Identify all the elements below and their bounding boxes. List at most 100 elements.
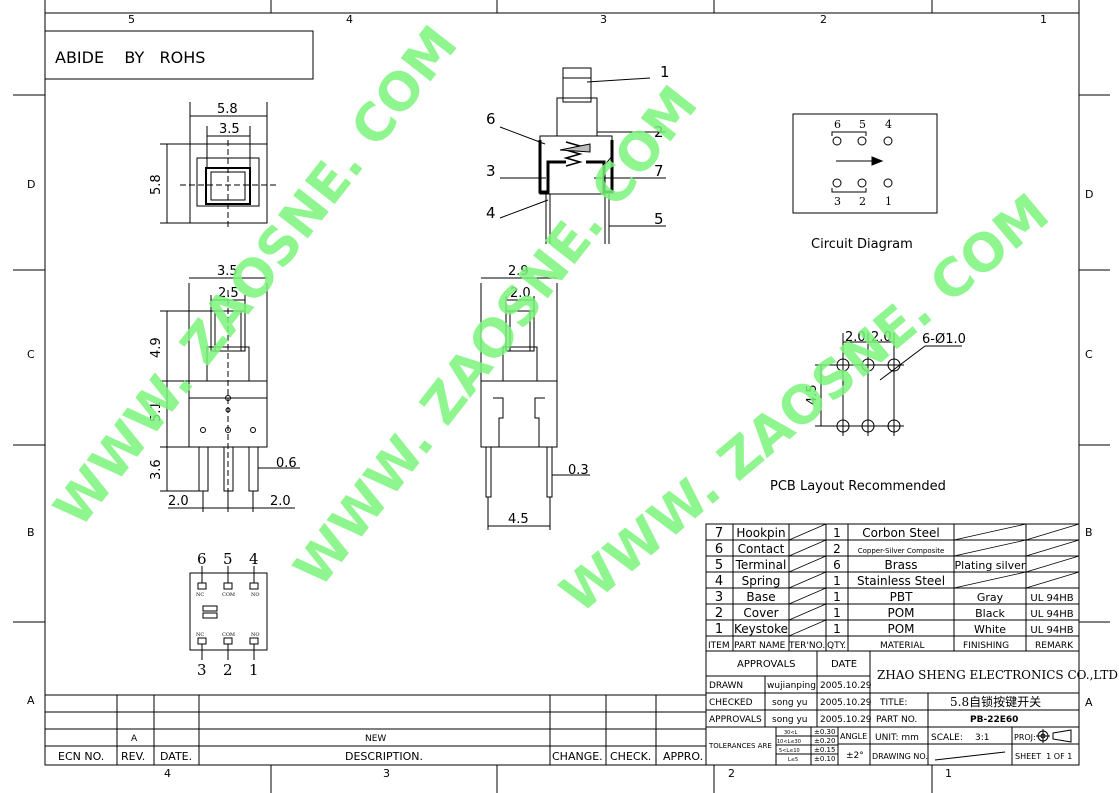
zone-right-A: A [1085,696,1093,709]
pcb-row-gap: 4.5 [805,384,820,405]
bom-cell-item: 3 [715,590,723,605]
tb-tol-label: TOLERANCES ARE [708,742,772,750]
bom-cell-name: Base [746,590,775,604]
pin-3: 3 [197,661,207,679]
bom-cell-item: 5 [715,558,723,573]
callout-7: 7 [654,162,664,180]
tb-tol-range-1: 30<L [784,730,798,736]
rohs-note: ABIDE BY ROHS [55,48,205,67]
section-callouts: 1 2 3 4 5 6 7 [486,63,670,228]
pin-6: 6 [197,550,207,568]
dim-front-pitch-left: 2.0 [168,494,189,509]
zone-top-1: 1 [1040,13,1047,26]
rev-row-rev: A [131,734,138,744]
tb-approved-date: 2005.10.29 [820,715,872,725]
zone-right-B: B [1085,526,1093,539]
tb-tol-value-1: ±0.30 [814,728,835,736]
tb-scale-label: SCALE: [931,733,963,743]
rev-header-check: CHECK. [610,750,651,763]
pcb-caption: PCB Layout Recommended [770,479,946,494]
tb-approvals: APPROVALS [737,659,796,670]
dim-front-stem: 2.5 [218,286,239,301]
tb-checked-date: 2005.10.29 [820,698,872,708]
bom-cell-name: Contact [738,542,785,556]
bom-cell-qty: 1 [833,622,841,636]
dim-front-pin-width: 0.6 [276,456,297,471]
bom-cell-material: Stainless Steel [857,574,945,588]
bom-cell-material: PBT [890,590,913,604]
bom-cell-item: 1 [715,622,723,637]
tb-scale: 3:1 [975,733,989,743]
bottom-pin-labels: 6 5 4 NC COM NO NC COM NO 3 2 1 [196,550,259,679]
zone-bottom-3: 3 [383,767,390,780]
circuit-3: 3 [834,195,841,208]
bom-header-material: MATERIAL [880,641,925,651]
circuit-4: 4 [885,118,892,131]
bom-cell-remark: UL 94HB [1030,609,1073,620]
zone-left-B: B [27,526,35,539]
bom-cell-name: Hookpin [736,526,785,540]
bom-cell-name: Spring [742,574,781,588]
circuit-diagram [792,113,938,214]
tb-angle-label: ANGLE [840,732,867,741]
tb-tol-range-3: 5<L≤10 [779,748,800,754]
zone-bottom-4: 4 [164,767,171,780]
callout-4: 4 [486,204,496,222]
rev-header-desc: DESCRIPTION. [345,750,423,763]
bom-cell-material: Copper-Silver Composite [858,547,945,555]
dim-side-pin-width: 0.3 [568,463,589,478]
bom-cell-qty: 1 [833,590,841,604]
pin-4-label: NO [251,592,259,598]
tb-angle: ±2° [846,751,864,761]
bom-cell-qty: 1 [833,526,841,540]
circuit-2: 2 [859,195,866,208]
bom-cell-finishing: Gray [977,591,1004,604]
bom-header-ter: TER'NO. [788,641,825,651]
dim-front-body-height: 5.1 [149,401,164,422]
tb-tol-range-2: 10<L≤30 [777,739,801,745]
title-block-text: APPROVALS DATE ZHAO SHENG ELECTRONICS CO… [708,659,1118,763]
bom-header-finishing: FINISHING [963,641,1009,651]
bom-cell-finishing: White [974,623,1006,636]
rev-row-desc: NEW [365,734,386,744]
section-view [499,67,666,244]
pin-5-label: COM [222,592,235,598]
zone-right-C: C [1085,348,1093,361]
bom-cell-name: Cover [743,606,778,620]
bom-cell-finishing: Black [975,607,1005,620]
bom-cell-item: 6 [715,542,723,557]
zone-top-4: 4 [346,13,353,26]
pcb-hole: 6-Ø1.0 [922,332,966,347]
tb-tol-range-4: L≤5 [788,757,798,763]
dim-side-width: 2.9 [508,264,529,279]
tb-tol-value-2: ±0.20 [814,737,835,745]
tb-drawn-date: 2005.10.29 [820,681,872,691]
circuit-labels: 6 5 4 3 2 1 Circuit Diagram [811,118,913,252]
tb-drawn-label: DRAWN [709,681,743,691]
pin-1: 1 [249,661,259,679]
bottom-pin-view [189,566,268,660]
bom-cell-material: Corbon Steel [862,526,939,540]
bom-headers: ITEM PART NAME TER'NO. QTY. MATERIAL FIN… [708,641,1074,651]
tb-proj-label: PROJ: [1014,733,1036,742]
callout-2: 2 [654,123,664,141]
zone-top-3: 3 [600,13,607,26]
bom-cell-material: POM [887,606,914,620]
bom-cell-remark: UL 94HB [1030,593,1073,604]
zone-labels: 5 4 3 2 1 4 3 2 1 D C B A D C B A [27,13,1093,780]
dim-side-stem: 2.0 [510,286,531,301]
zone-top-5: 5 [128,13,135,26]
zone-bottom-2: 2 [728,767,735,780]
tb-part-no: PB-22E60 [970,715,1018,725]
pcb-pitch-2: 2.0 [871,330,892,345]
zone-left-D: D [27,178,35,191]
front-view [160,277,300,512]
dim-front-width: 3.5 [217,264,238,279]
tb-company: ZHAO SHENG ELECTRONICS CO.,LTD [877,668,1118,682]
bom-header-item: ITEM [708,641,730,651]
bom-header-qty: QTY. [827,641,846,651]
tb-tol-value-4: ±0.10 [814,755,835,763]
tb-part-label: PART NO. [876,715,917,725]
bom-cell-material: POM [887,622,914,636]
